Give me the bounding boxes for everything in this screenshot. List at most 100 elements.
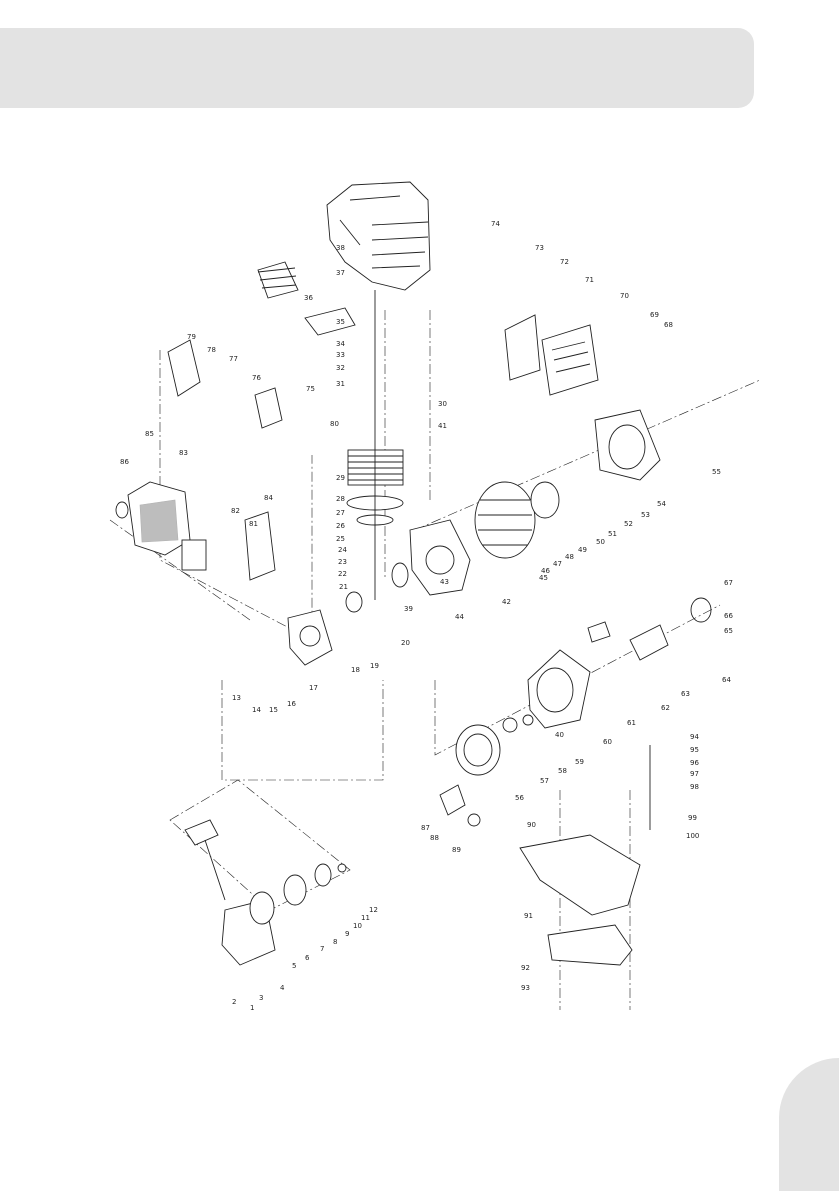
callout-label: 15 (269, 706, 278, 714)
callout-label: 21 (339, 583, 348, 591)
callout-label: 98 (690, 783, 699, 791)
callout-label: 57 (540, 777, 549, 785)
callout-label: 84 (264, 494, 273, 502)
callout-label: 59 (575, 758, 584, 766)
callout-label: 54 (657, 500, 666, 508)
air-filter-assembly (116, 482, 275, 580)
callout-label: 71 (585, 276, 594, 284)
callout-label: 67 (724, 579, 733, 587)
callout-label: 4 (280, 984, 285, 992)
callout-label: 79 (187, 333, 196, 341)
callout-label: 52 (624, 520, 633, 528)
callout-label: 32 (336, 364, 345, 372)
callout-label: 36 (304, 294, 313, 302)
callout-label: 19 (370, 662, 379, 670)
callout-label: 51 (608, 530, 617, 538)
callout-label: 56 (515, 794, 524, 802)
callout-label: 26 (336, 522, 345, 530)
callout-label: 95 (690, 746, 699, 754)
callout-label: 68 (664, 321, 673, 329)
callout-label: 42 (502, 598, 511, 606)
callout-label: 43 (440, 578, 449, 586)
callout-label: 17 (309, 684, 318, 692)
callout-labels: 1 2 3 4 5 6 7 8 9 10 11 12 13 14 15 16 1… (120, 220, 733, 1012)
callout-label: 94 (690, 733, 699, 741)
callout-label: 75 (306, 385, 315, 393)
callout-label: 91 (524, 912, 533, 920)
callout-label: 1 (250, 1004, 254, 1012)
callout-label: 10 (353, 922, 362, 930)
callout-label: 87 (421, 824, 430, 832)
callout-label: 63 (681, 690, 690, 698)
callout-label: 96 (690, 759, 699, 767)
callout-label: 40 (555, 731, 564, 739)
callout-label: 24 (338, 546, 347, 554)
callout-label: 5 (292, 962, 296, 970)
callout-label: 78 (207, 346, 216, 354)
flywheel-assembly (475, 410, 660, 558)
callout-label: 45 (539, 574, 548, 582)
callout-label: 11 (361, 914, 370, 922)
callout-label: 6 (305, 954, 310, 962)
callout-label: 37 (336, 269, 345, 277)
clutch-housing-assembly (456, 598, 711, 775)
callout-label: 80 (330, 420, 339, 428)
callout-label: 99 (688, 814, 697, 822)
callout-label: 76 (252, 374, 261, 382)
callout-label: 50 (596, 538, 605, 546)
callout-label: 48 (565, 553, 574, 561)
callout-label: 93 (521, 984, 530, 992)
callout-label: 31 (336, 380, 345, 388)
callout-label: 23 (338, 558, 347, 566)
callout-label: 55 (712, 468, 721, 476)
callout-label: 20 (401, 639, 410, 647)
callout-label: 3 (259, 994, 263, 1002)
callout-label: 88 (430, 834, 439, 842)
callout-label: 9 (345, 930, 349, 938)
callout-label: 49 (578, 546, 587, 554)
callout-label: 28 (336, 495, 345, 503)
assembly-boundaries (110, 310, 760, 1010)
callout-label: 7 (320, 945, 324, 953)
callout-label: 77 (229, 355, 238, 363)
callout-label: 41 (438, 422, 447, 430)
callout-label: 60 (603, 738, 612, 746)
callout-label: 2 (232, 998, 236, 1006)
callout-label: 69 (650, 311, 659, 319)
callout-label: 35 (336, 318, 345, 326)
callout-label: 83 (179, 449, 188, 457)
callout-label: 29 (336, 474, 345, 482)
callout-label: 82 (231, 507, 240, 515)
callout-label: 18 (351, 666, 360, 674)
callout-label: 66 (724, 612, 733, 620)
callout-label: 39 (404, 605, 413, 613)
callout-label: 13 (232, 694, 241, 702)
callout-label: 16 (287, 700, 296, 708)
callout-label: 70 (620, 292, 629, 300)
callout-label: 72 (560, 258, 569, 266)
callout-label: 53 (641, 511, 650, 519)
callout-label: 12 (369, 906, 378, 914)
callout-label: 27 (336, 509, 345, 517)
callout-label: 62 (661, 704, 670, 712)
callout-label: 34 (336, 340, 345, 348)
callout-label: 14 (252, 706, 261, 714)
carburettor-assembly (168, 262, 355, 428)
callout-label: 92 (521, 964, 530, 972)
callout-label: 38 (336, 244, 345, 252)
cylinder-assembly (347, 290, 403, 600)
callout-label: 58 (558, 767, 567, 775)
muffler-assembly (505, 315, 598, 395)
callout-label: 65 (724, 627, 733, 635)
callout-label: 33 (336, 351, 345, 359)
callout-label: 89 (452, 846, 461, 854)
starter-assembly (185, 820, 346, 965)
callout-label: 44 (455, 613, 464, 621)
callout-label: 25 (336, 535, 345, 543)
callout-label: 74 (491, 220, 500, 228)
callout-label: 97 (690, 770, 699, 778)
callout-label: 61 (627, 719, 636, 727)
callout-label: 86 (120, 458, 129, 466)
callout-label: 100 (686, 832, 699, 840)
